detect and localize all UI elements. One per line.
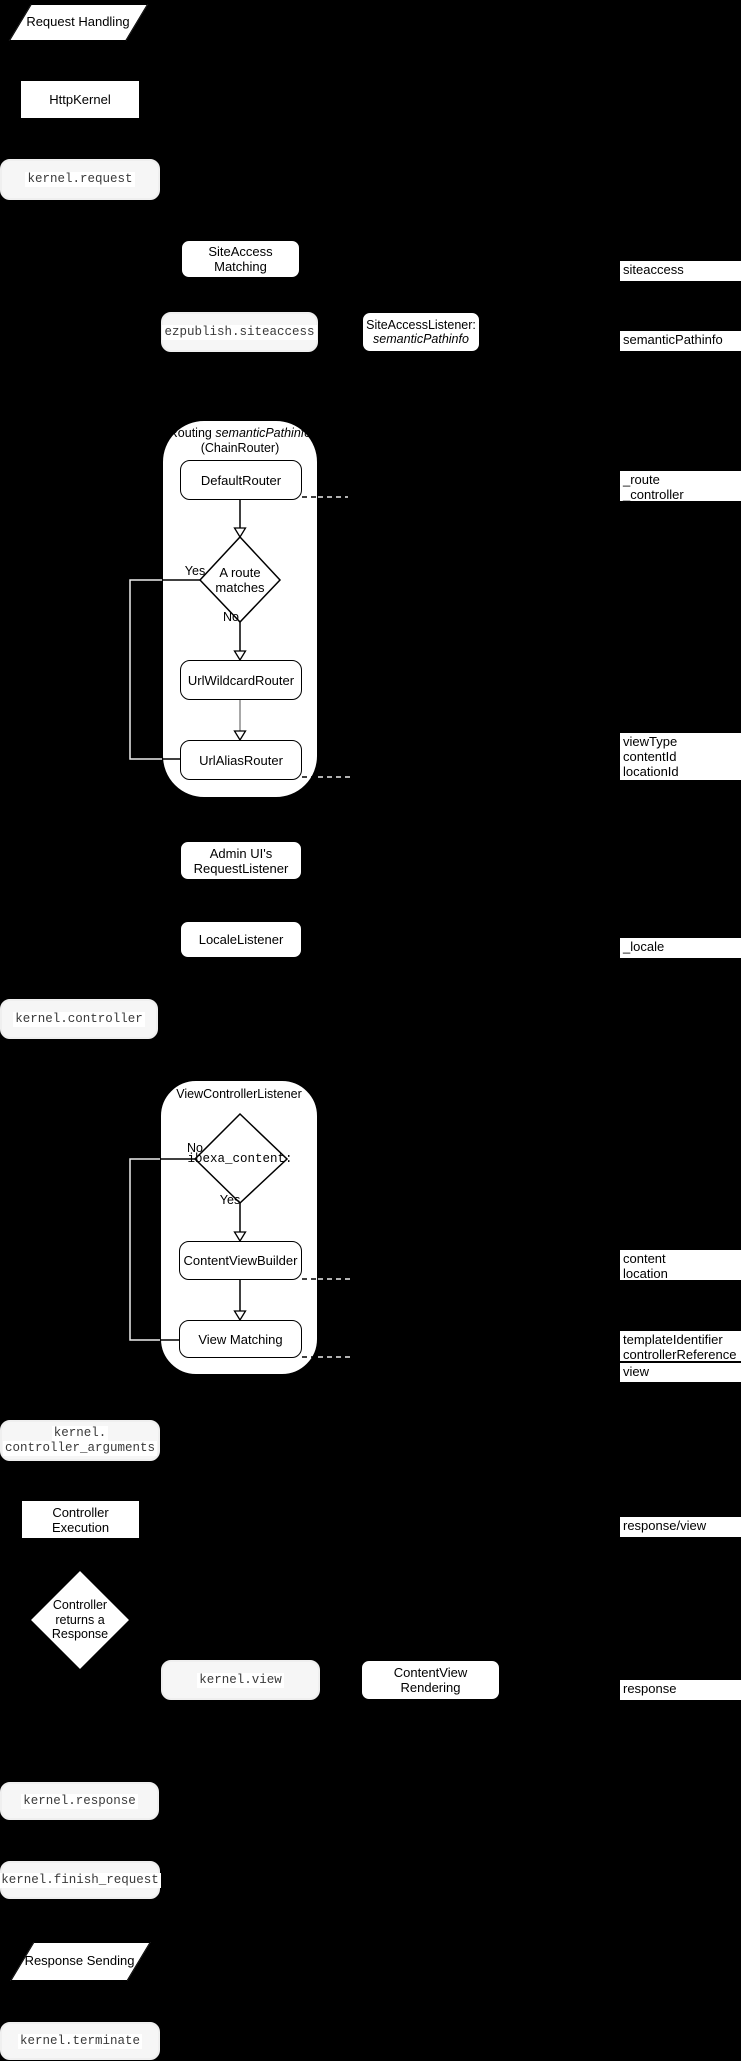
view-controller-listener-title: ViewControllerListener — [176, 1087, 302, 1101]
httpkernel-node: HttpKernel — [20, 80, 140, 119]
siteaccess-listener-node: SiteAccessListener: semanticPathinfo — [362, 312, 480, 352]
kernel-request-event: kernel.request — [0, 159, 160, 200]
kernel-view-event: kernel.view — [161, 1660, 320, 1700]
admin-ui-request-listener-node: Admin UI's RequestListener — [180, 841, 302, 880]
siteaccess-matching-node: SiteAccess Matching — [181, 240, 300, 278]
ezpublish-siteaccess-event: ezpublish.siteaccess — [161, 312, 318, 352]
kernel-response-event: kernel.response — [0, 1782, 159, 1820]
ibexa-content-yes-label: Yes — [219, 1193, 241, 1207]
label-response: response — [620, 1680, 741, 1700]
view-matching-node: View Matching — [179, 1320, 302, 1358]
label-route-controller: _route _controller — [620, 471, 741, 502]
default-router-node: DefaultRouter — [180, 460, 302, 500]
kernel-controller-event: kernel.controller — [0, 999, 158, 1039]
controller-returns-response-text: Controller returns a Response — [51, 1598, 109, 1642]
routing-container-title: Routing semanticPathinfo (ChainRouter) — [168, 426, 312, 455]
label-locale: _locale — [620, 938, 741, 958]
url-alias-router-node: UrlAliasRouter — [180, 740, 302, 780]
yes-branch-outside — [129, 579, 162, 760]
kernel-controller-arguments-event: kernel. controller_arguments — [0, 1420, 160, 1461]
label-viewtype-contentid-locationid: viewType contentId locationId — [620, 733, 741, 780]
kernel-terminate-event: kernel.terminate — [0, 2022, 160, 2060]
route-matches-text: A route matches — [215, 565, 265, 595]
route-matches-yes-label: Yes — [184, 564, 206, 578]
controller-execution-node: Controller Execution — [21, 1500, 140, 1539]
request-handling-label: Request Handling — [26, 14, 130, 29]
locale-listener-node: LocaleListener — [180, 921, 302, 958]
url-wildcard-router-node: UrlWildcardRouter — [180, 660, 302, 700]
ibexa-content-no-label: No — [187, 1141, 203, 1155]
label-template-controller-reference: templateIdentifier controllerReference — [620, 1331, 741, 1362]
route-matches-no-label: No — [223, 610, 239, 624]
label-content-location: content location — [620, 1250, 741, 1281]
label-response-view: response/view — [620, 1517, 741, 1537]
no-branch-outside — [129, 1158, 160, 1341]
label-semantic-pathinfo: semanticPathinfo — [620, 331, 741, 351]
label-siteaccess: siteaccess — [620, 261, 741, 281]
contentview-rendering-node: ContentView Rendering — [361, 1660, 500, 1700]
kernel-finish-request-event: kernel.finish_request — [0, 1861, 161, 1899]
response-sending-label: Response Sending — [24, 1953, 135, 1968]
content-view-builder-node: ContentViewBuilder — [179, 1241, 302, 1280]
label-view: view — [620, 1363, 741, 1382]
